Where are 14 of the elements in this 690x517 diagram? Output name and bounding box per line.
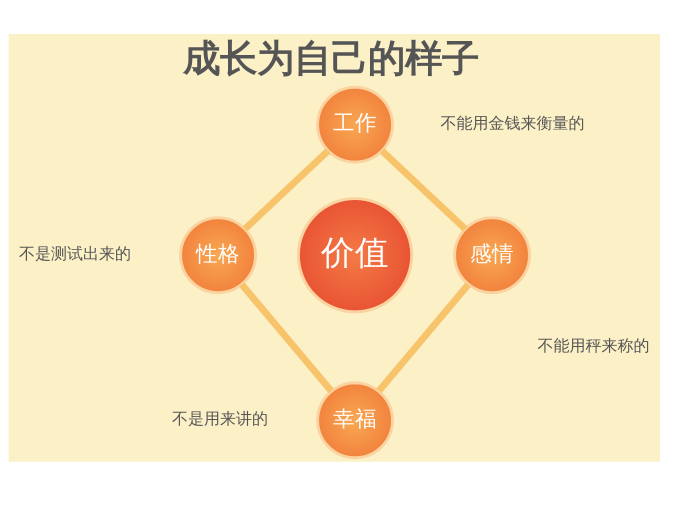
connector	[239, 282, 334, 394]
node-label: 不是用来讲的	[172, 409, 268, 428]
node-circle: 性格	[179, 216, 257, 294]
node-circle: 感情	[453, 216, 531, 294]
node-circle: 工作	[316, 86, 394, 164]
node-label: 不能用金钱来衡量的	[440, 113, 585, 132]
node-label: 不能用秤来称的	[538, 336, 650, 356]
diagram-title: 成长为自己的样子	[183, 36, 480, 80]
connector	[380, 148, 468, 232]
connector	[242, 148, 330, 232]
node-circle: 幸福	[316, 381, 394, 460]
node-circle: 价值	[296, 197, 414, 314]
connector	[376, 282, 471, 394]
node-label: 不是测试出来的	[19, 244, 132, 263]
